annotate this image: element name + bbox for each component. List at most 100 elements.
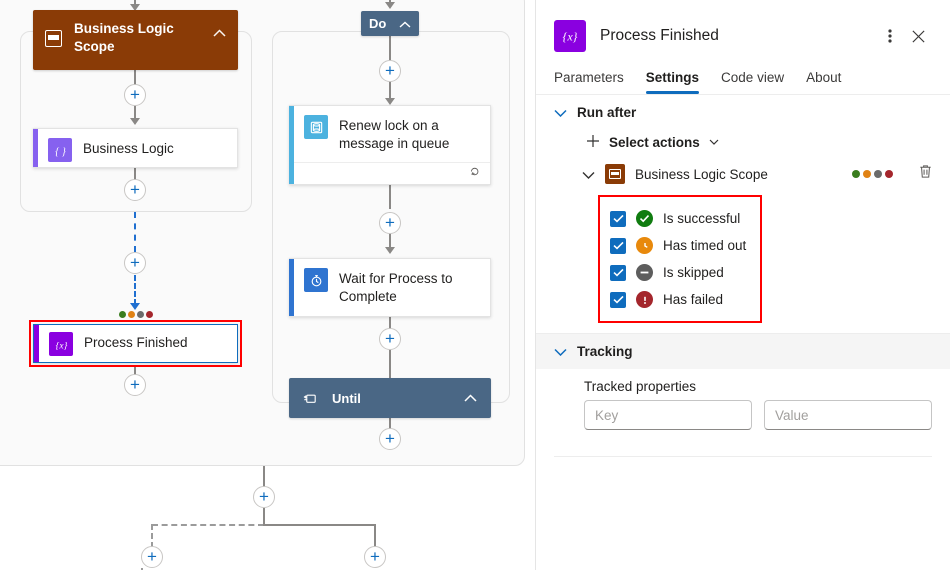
connector-line (389, 185, 391, 209)
chevron-up-icon[interactable] (213, 26, 226, 40)
add-action-button[interactable] (379, 328, 401, 350)
condition-row-is-skipped[interactable]: Is skipped (610, 259, 746, 286)
connector-line (389, 418, 391, 430)
expression-braces-icon: { } (48, 138, 72, 162)
add-action-button[interactable] (141, 546, 163, 568)
connector-line (389, 36, 391, 60)
connector-line (389, 317, 391, 329)
node-accent-bar (289, 259, 294, 316)
select-actions-button[interactable]: Select actions (536, 130, 950, 155)
retry-policy-icon (469, 165, 482, 183)
connector-arrow (385, 98, 395, 105)
node-label: Until (332, 390, 361, 406)
node-title: Business Logic Scope (74, 21, 174, 55)
add-action-button[interactable] (124, 179, 146, 201)
svg-text:{x}: {x} (55, 341, 67, 351)
branch-connector (374, 524, 376, 548)
chevron-up-icon[interactable] (399, 15, 411, 33)
panel-tabs[interactable]: Parameters Settings Code view About (536, 56, 950, 95)
tracked-key-input[interactable]: Key (584, 400, 752, 430)
tab-settings[interactable]: Settings (645, 66, 700, 94)
condition-row-has-timed-out[interactable]: Has timed out (610, 232, 746, 259)
branch-connector (263, 524, 376, 526)
add-action-button[interactable] (253, 486, 275, 508)
checkbox-has-timed-out[interactable] (610, 237, 626, 254)
tab-about[interactable]: About (806, 70, 842, 85)
node-until[interactable]: Until (289, 378, 491, 418)
svg-text:{ }: { } (55, 146, 67, 157)
checkbox-is-successful[interactable] (610, 210, 626, 227)
scope-icon (605, 164, 625, 184)
tracked-properties-label: Tracked properties (584, 379, 697, 394)
error-circle-icon (636, 291, 653, 308)
branch-connector-dashed (151, 524, 153, 548)
add-action-button[interactable] (124, 84, 146, 106)
connector-line (134, 367, 136, 375)
node-accent-bar (33, 129, 38, 167)
connector-line (389, 82, 391, 100)
plus-icon (586, 134, 600, 151)
tracking-title: Tracking (577, 344, 633, 359)
panel-divider (554, 456, 932, 457)
tab-parameters[interactable]: Parameters (554, 70, 624, 85)
tab-code-view[interactable]: Code view (721, 70, 785, 85)
chevron-down-icon[interactable] (554, 345, 567, 358)
chevron-down-icon[interactable] (554, 106, 567, 119)
panel-title: Process Finished (600, 27, 719, 44)
node-business-logic[interactable]: { } Business Logic (33, 128, 238, 168)
condition-label: Has failed (663, 292, 724, 307)
add-action-button[interactable] (379, 60, 401, 82)
run-after-section-header[interactable]: Run after (536, 95, 950, 130)
connector-arrow (385, 2, 395, 9)
run-after-conditions-highlight: Is successful Has timed out Is skipped (598, 195, 763, 323)
dependency-row-business-logic-scope[interactable]: Business Logic Scope (536, 155, 950, 193)
add-action-button[interactable] (379, 212, 401, 234)
condition-label: Has timed out (663, 238, 747, 253)
until-loop-icon (303, 391, 318, 406)
node-process-finished[interactable]: {x} Process Finished (33, 324, 238, 363)
more-vertical-icon[interactable] (876, 22, 904, 50)
close-icon[interactable] (904, 22, 932, 50)
connector-line (263, 466, 265, 489)
connector-arrow (130, 4, 140, 11)
expression-braces-icon: {x} (554, 20, 586, 52)
expression-braces-icon: {x} (49, 332, 73, 356)
scope-icon (45, 30, 62, 47)
tracked-value-input[interactable]: Value (764, 400, 932, 430)
add-action-button[interactable] (124, 374, 146, 396)
node-label: Process Finished (84, 335, 188, 350)
node-accent-bar (34, 325, 39, 362)
runafter-connector-line (134, 212, 136, 252)
node-accent-bar (289, 106, 294, 184)
connector-line (263, 508, 265, 525)
service-bus-icon (304, 115, 328, 139)
chevron-down-icon[interactable] (582, 168, 595, 181)
node-do[interactable]: Do (361, 11, 419, 36)
node-renew-lock[interactable]: Renew lock on a message in queue (289, 105, 491, 185)
checkbox-is-skipped[interactable] (610, 264, 626, 281)
node-wait-for-process[interactable]: Wait for Process to Complete (289, 258, 491, 317)
tracking-section-header[interactable]: Tracking (536, 333, 950, 369)
branch-connector-dashed (152, 524, 264, 526)
node-label: Wait for Process to Complete (339, 271, 453, 304)
delay-timer-icon (304, 268, 328, 292)
minus-circle-icon (636, 264, 653, 281)
chevron-down-icon[interactable] (709, 137, 719, 148)
add-action-button[interactable] (364, 546, 386, 568)
connector-arrow (130, 118, 140, 125)
add-action-button[interactable] (124, 252, 146, 274)
condition-row-has-failed[interactable]: Has failed (610, 286, 746, 313)
checkbox-has-failed[interactable] (610, 291, 626, 308)
dependency-name: Business Logic Scope (635, 166, 768, 182)
workflow-canvas[interactable]: Business Logic Scope { } Business Logic (0, 0, 535, 570)
chevron-up-icon[interactable] (464, 389, 477, 407)
condition-label: Is skipped (663, 265, 724, 280)
condition-row-is-successful[interactable]: Is successful (610, 205, 746, 232)
connector-line (134, 106, 136, 119)
node-business-logic-scope[interactable]: Business Logic Scope (33, 10, 238, 70)
add-action-button[interactable] (379, 428, 401, 450)
panel-header: {x} Process Finished (536, 0, 950, 56)
branch-connector-dashed (141, 568, 143, 570)
trash-icon[interactable] (917, 163, 934, 185)
